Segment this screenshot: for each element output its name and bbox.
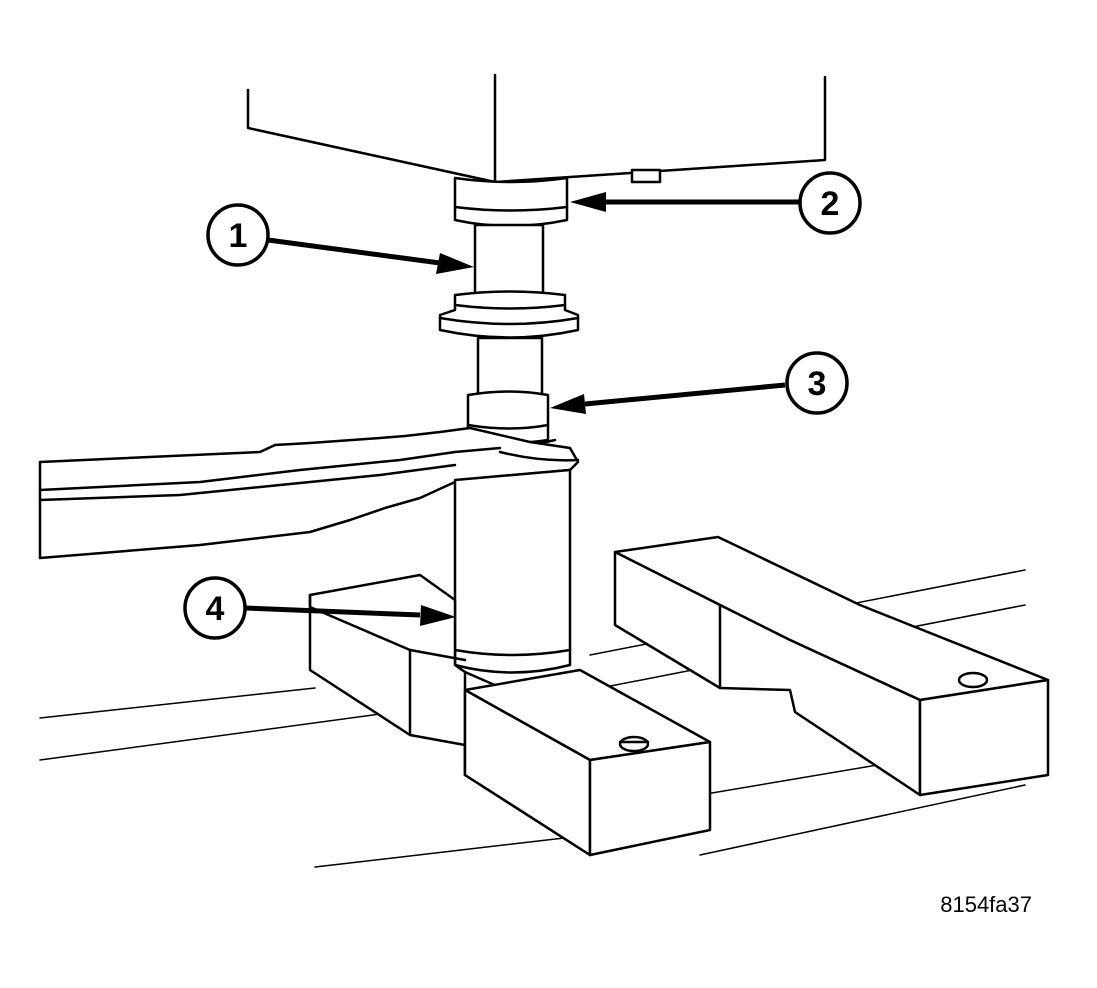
callout-4-label: 4	[206, 590, 225, 628]
callout-1-label: 1	[229, 217, 248, 255]
callout-2-label: 2	[821, 185, 840, 223]
left-support-block	[308, 573, 712, 857]
right-support-block	[613, 535, 1050, 797]
press-head	[246, 73, 827, 184]
tool-flange	[438, 290, 580, 339]
callout-2: 2	[570, 171, 862, 235]
callout-3-label: 3	[808, 365, 827, 403]
lower-shaft	[476, 336, 544, 398]
figure-id: 8154fa37	[940, 892, 1032, 917]
control-arm	[38, 426, 580, 560]
callout-1: 1	[206, 203, 474, 274]
callout-3: 3	[550, 351, 849, 415]
ram-adapter	[453, 176, 569, 228]
callout-4: 4	[183, 576, 456, 640]
receiver-cup	[453, 468, 572, 674]
